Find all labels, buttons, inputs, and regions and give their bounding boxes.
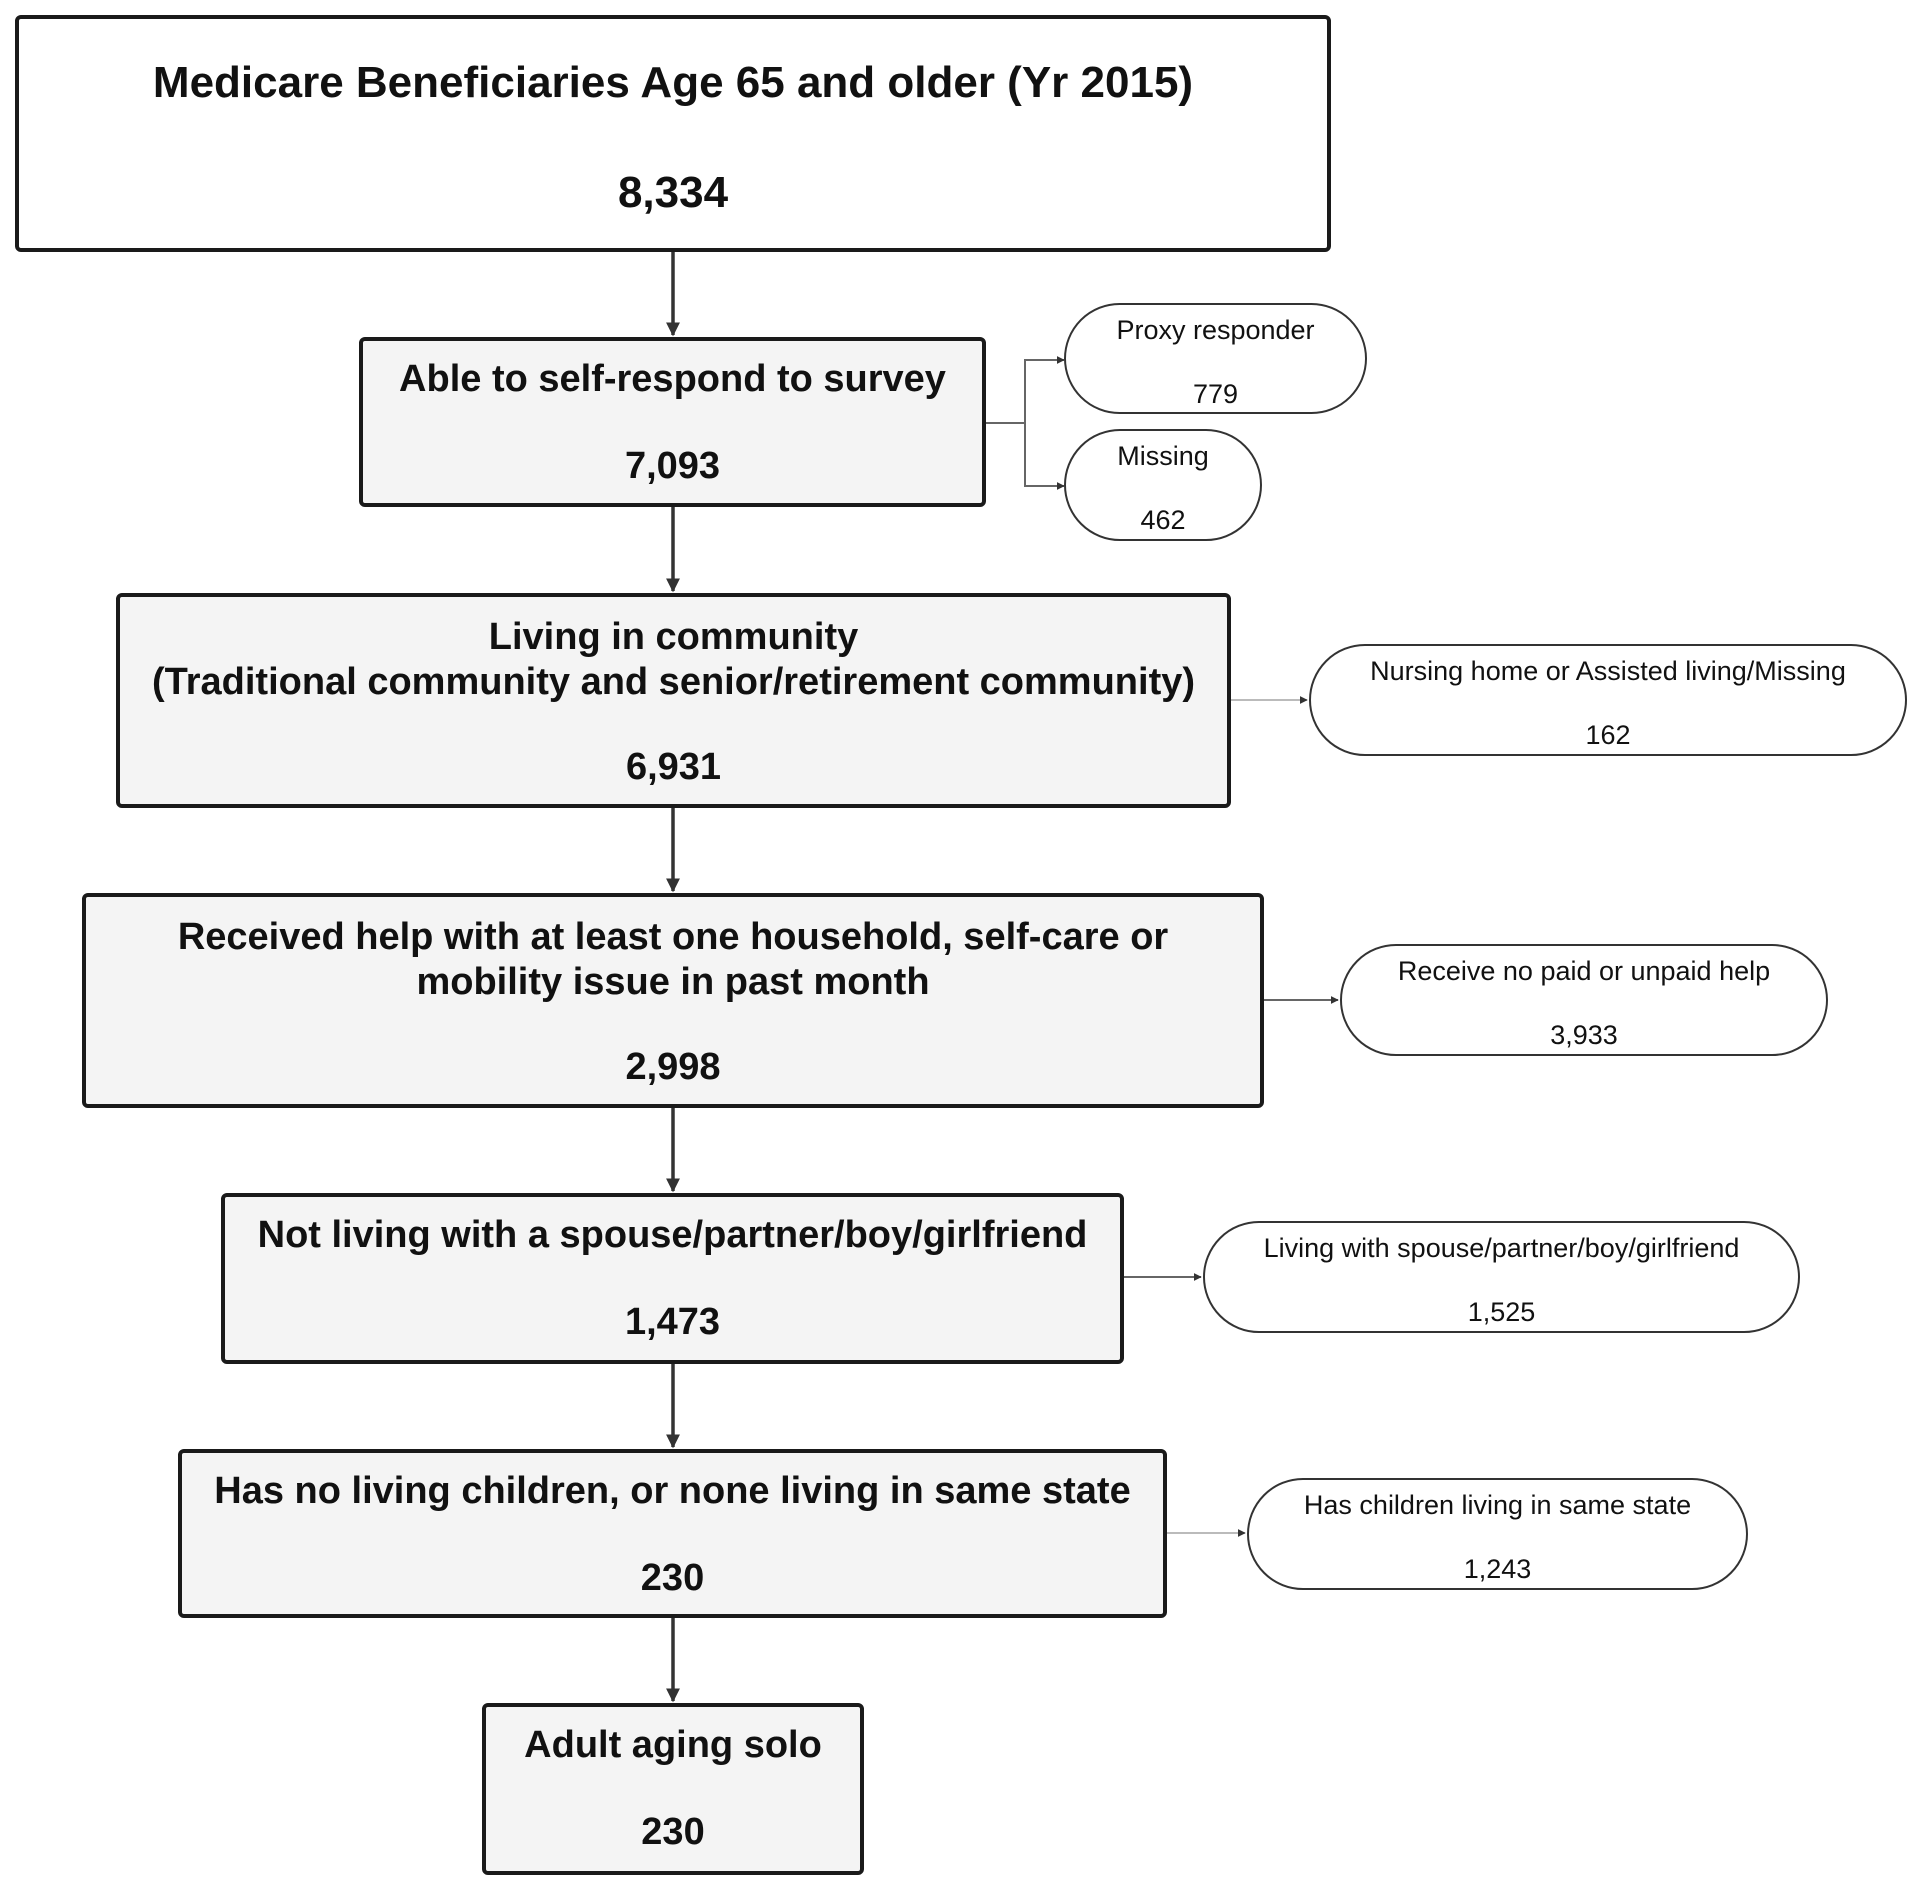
step-count: 230 [640, 1557, 705, 1599]
exclusion-title: Proxy responder [1116, 315, 1315, 345]
exclusion-proxy-responder: Proxy responder 779 [1064, 303, 1367, 414]
step-title: Not living with a spouse/partner/boy/gir… [257, 1214, 1088, 1256]
arrow-step2-missing [1024, 423, 1065, 490]
arrow-step2-proxy [986, 356, 1065, 424]
exclusion-count: 1,525 [1467, 1297, 1536, 1327]
step-title: Has no living children, or none living i… [214, 1470, 1131, 1512]
step-received-help: Received help with at least one househol… [82, 893, 1264, 1108]
step-title: Received help with at least one househol… [177, 916, 1169, 1003]
step-count: 7,093 [624, 445, 721, 487]
exclusion-children-in-state: Has children living in same state 1,243 [1247, 1478, 1748, 1590]
exclusion-living-with-partner: Living with spouse/partner/boy/girlfrien… [1203, 1221, 1800, 1333]
exclusion-count: 162 [1585, 720, 1631, 750]
step-not-living-with-partner: Not living with a spouse/partner/boy/gir… [221, 1193, 1124, 1364]
exclusion-title: Missing [1117, 441, 1209, 471]
exclusion-title: Nursing home or Assisted living/Missing [1370, 656, 1846, 686]
exclusion-count: 462 [1140, 505, 1186, 535]
step-count: 230 [641, 1811, 705, 1853]
step-living-in-community: Living in community (Traditional communi… [116, 593, 1231, 808]
step-adult-aging-solo: Adult aging solo 230 [482, 1703, 864, 1875]
exclusion-missing: Missing 462 [1064, 429, 1262, 541]
step-title: Living in community (Traditional communi… [151, 616, 1196, 703]
step-title: Medicare Beneficiaries Age 65 and older … [152, 58, 1194, 107]
exclusion-title: Living with spouse/partner/boy/girlfrien… [1263, 1233, 1740, 1263]
step-medicare-beneficiaries: Medicare Beneficiaries Age 65 and older … [15, 15, 1331, 252]
exclusion-count: 1,243 [1463, 1554, 1532, 1584]
step-count: 6,931 [625, 746, 722, 788]
step-title: Adult aging solo [524, 1724, 822, 1766]
exclusion-title: Has children living in same state [1303, 1490, 1692, 1520]
step-count: 2,998 [625, 1046, 721, 1088]
exclusion-count: 3,933 [1550, 1020, 1618, 1050]
exclusion-nursing-home: Nursing home or Assisted living/Missing … [1309, 644, 1907, 756]
step-title: Able to self-respond to survey [399, 358, 946, 400]
step-count: 8,334 [617, 168, 729, 217]
step-no-children-in-state: Has no living children, or none living i… [178, 1449, 1167, 1618]
exclusion-no-help: Receive no paid or unpaid help 3,933 [1340, 944, 1828, 1056]
exclusion-title: Receive no paid or unpaid help [1397, 956, 1771, 986]
exclusion-count: 779 [1192, 379, 1239, 409]
step-able-to-self-respond: Able to self-respond to survey 7,093 [359, 337, 986, 507]
step-count: 1,473 [624, 1301, 721, 1343]
